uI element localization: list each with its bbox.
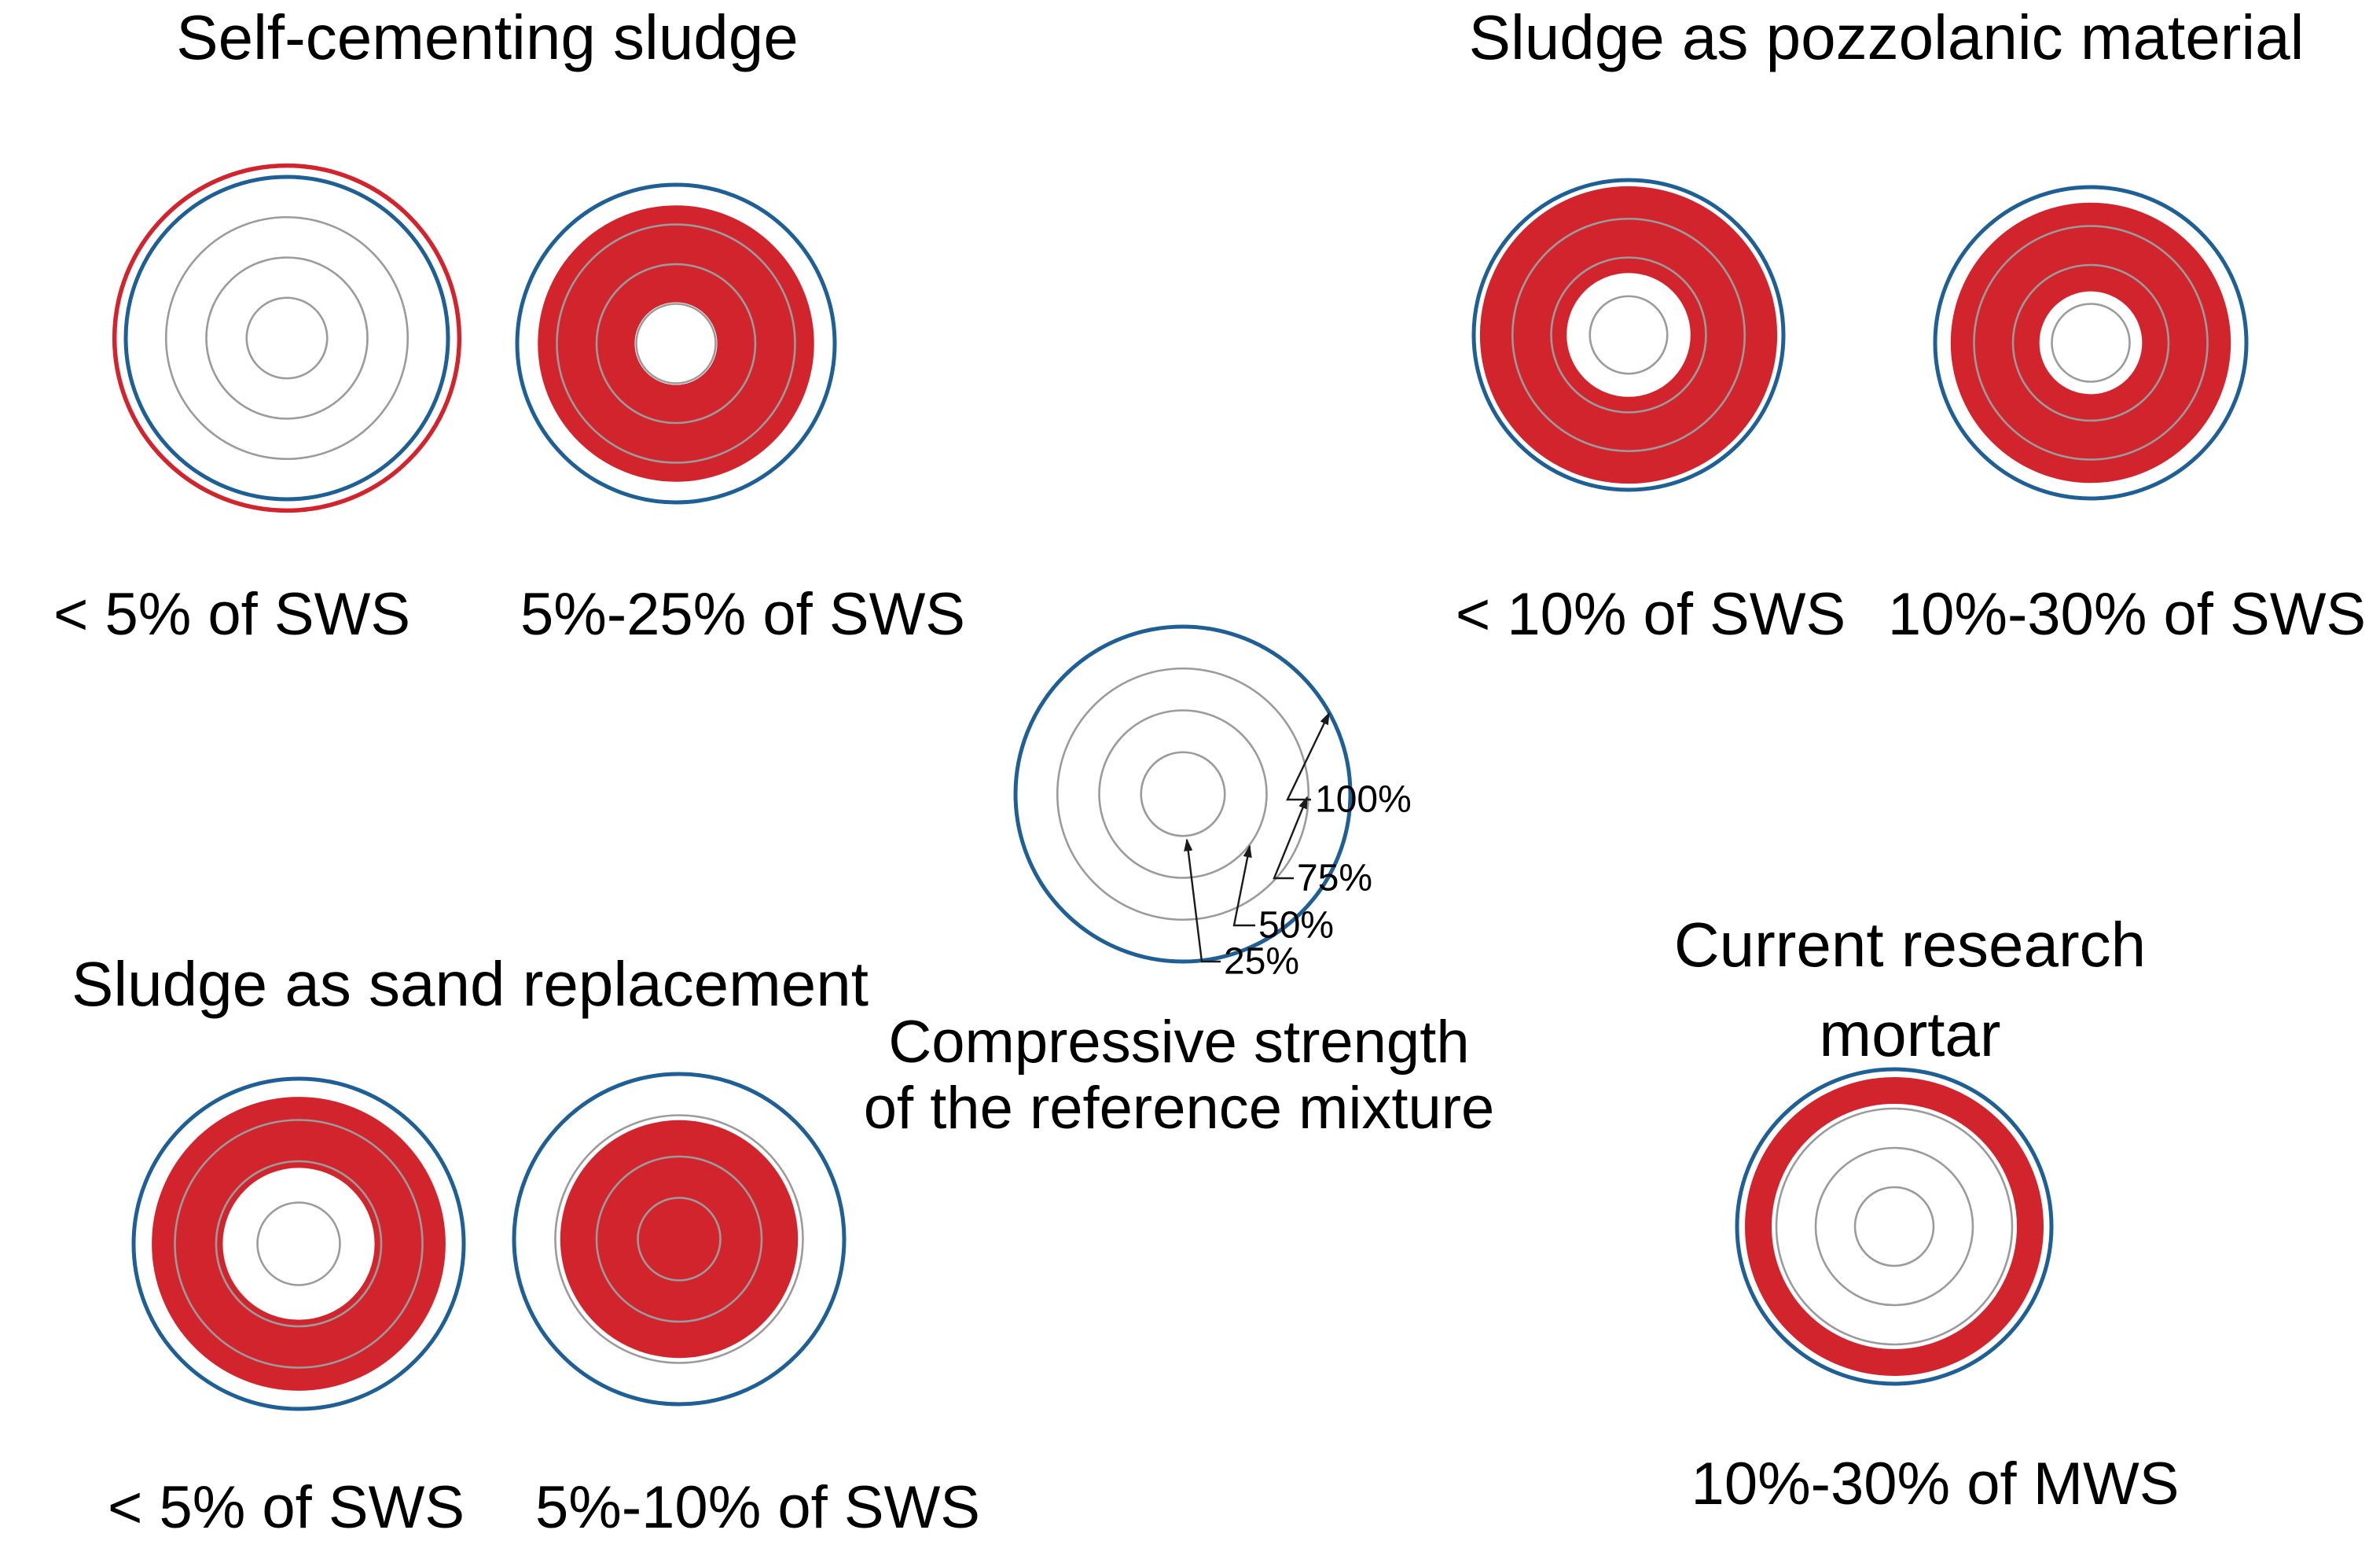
grid-ring-50 xyxy=(1550,256,1707,414)
red-strength-band xyxy=(152,1097,446,1391)
grid-ring-75 xyxy=(1511,217,1746,453)
grid-ring-50 xyxy=(205,256,369,420)
red-strength-band xyxy=(1950,202,2231,484)
reference-100-ring xyxy=(123,175,450,502)
leader-line-25 xyxy=(1184,838,1221,963)
reference-caption: Compressive strength of the reference mi… xyxy=(864,1010,1495,1142)
grid-ring-50 xyxy=(595,263,757,425)
red-strength-band xyxy=(1479,186,1778,484)
reference-100-ring xyxy=(131,1076,466,1411)
percent-label-25: 25% xyxy=(1224,941,1299,983)
circle-label-sand-lt5: < 5% of SWS xyxy=(107,1474,465,1541)
circle-label-current-mws-10-30: 10%-30% of MWS xyxy=(1691,1451,2180,1517)
circle-label-sand-5-10: 5%-10% of SWS xyxy=(535,1474,980,1541)
reference-100-ring xyxy=(1013,624,1353,964)
reference-100-ring xyxy=(1471,178,1786,492)
grid-ring-75 xyxy=(1056,667,1310,921)
section-title-current-research-line1: Current research xyxy=(1673,910,2147,980)
grid-ring-25 xyxy=(635,303,717,384)
grid-ring-25 xyxy=(1853,1186,1935,1267)
grid-ring-25 xyxy=(256,1201,341,1286)
leader-line-50 xyxy=(1232,844,1255,927)
grid-ring-50 xyxy=(1098,709,1268,879)
circle-label-self-cementing-lt5: < 5% of SWS xyxy=(53,581,411,648)
grid-ring-50 xyxy=(215,1160,383,1328)
red-strength-band xyxy=(1745,1077,2044,1376)
circle-label-pozzolanic-lt10: < 10% of SWS xyxy=(1455,581,1846,648)
reference-caption-line1: Compressive strength xyxy=(888,1009,1470,1076)
reference-legend-circle xyxy=(1013,624,1353,964)
red-strength-outline xyxy=(112,163,462,513)
red-strength-disk xyxy=(560,1120,799,1359)
reference-100-ring xyxy=(1933,185,2249,501)
grid-ring-75 xyxy=(174,1119,424,1369)
leader-line-75 xyxy=(1273,796,1309,880)
reference-caption-line2: of the reference mixture xyxy=(863,1075,1495,1142)
grid-ring-25 xyxy=(245,296,329,380)
grid-ring-75 xyxy=(1973,225,2209,461)
grid-ring-25 xyxy=(637,1197,722,1282)
grid-ring-50 xyxy=(1814,1146,1974,1307)
circle-label-pozzolanic-10-30: 10%-30% of SWS xyxy=(1887,581,2367,648)
grid-ring-25 xyxy=(2051,303,2131,383)
grid-ring-75 xyxy=(164,215,410,461)
percent-label-50: 50% xyxy=(1258,905,1334,947)
strength-circle-self-cementing-5-25 xyxy=(515,182,837,505)
percent-label-75: 75% xyxy=(1297,858,1372,899)
section-title-current-research-line2: mortar xyxy=(1819,999,2001,1069)
grid-ring-25 xyxy=(1589,295,1669,375)
grid-ring-75 xyxy=(556,223,796,464)
strength-circle-sand-5-10 xyxy=(512,1072,847,1407)
reference-100-ring xyxy=(512,1072,847,1407)
grid-ring-75 xyxy=(554,1114,804,1364)
grid-ring-25 xyxy=(1140,751,1226,837)
strength-circle-sand-lt5 xyxy=(131,1076,466,1411)
strength-circle-self-cementing-lt5 xyxy=(112,163,462,513)
strength-circle-pozzolanic-10-30 xyxy=(1933,185,2249,501)
grid-ring-50 xyxy=(2011,263,2170,422)
section-title-self-cementing: Self-cementing sludge xyxy=(176,2,799,72)
grid-ring-75 xyxy=(1775,1107,2014,1346)
section-title-pozzolanic: Sludge as pozzolanic material xyxy=(1468,2,2305,72)
grid-ring-50 xyxy=(595,1155,763,1323)
section-title-sand-replacement: Sludge as sand replacement xyxy=(72,949,869,1019)
strength-circle-current-mws-10-30 xyxy=(1735,1067,2054,1386)
reference-100-ring xyxy=(515,182,837,505)
strength-circle-pozzolanic-lt10 xyxy=(1471,178,1786,492)
percent-label-100: 100% xyxy=(1315,779,1412,821)
red-strength-band xyxy=(538,205,814,482)
reference-100-ring xyxy=(1735,1067,2054,1386)
circle-label-self-cementing-5-25: 5%-25% of SWS xyxy=(520,581,965,648)
